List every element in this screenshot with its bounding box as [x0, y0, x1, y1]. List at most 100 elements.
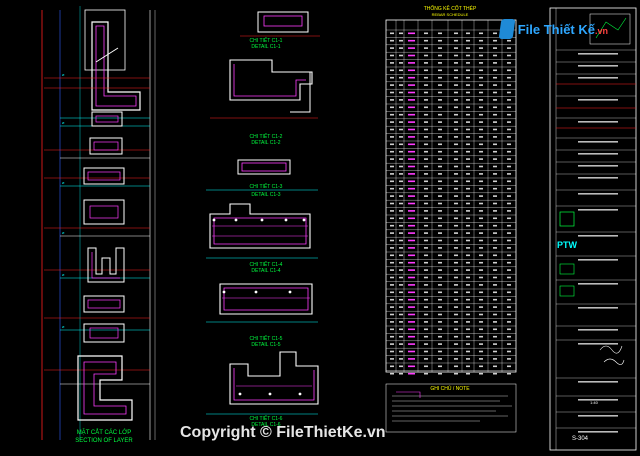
schedule-cell-mark	[438, 54, 442, 57]
schedule-cell-mark	[424, 269, 428, 271]
schedule-cell-mark	[438, 306, 442, 308]
schedule-cell-mark	[390, 298, 394, 301]
schedule-cell-mark	[454, 284, 458, 286]
schedule-cell-mark	[390, 91, 394, 94]
schedule-cell-mark	[408, 321, 415, 323]
schedule-cell-mark	[399, 298, 403, 301]
schedule-cell-mark	[438, 106, 442, 109]
schedule-cell-mark	[479, 62, 483, 64]
schedule-cell-mark	[408, 276, 415, 279]
schedule-cell-mark	[390, 128, 394, 131]
schedule-cell-mark	[507, 254, 511, 257]
schedule-cell-mark	[493, 358, 497, 360]
schedule-cell-mark	[390, 99, 394, 101]
company-logo-text: PTW	[557, 240, 578, 250]
schedule-cell-mark	[438, 261, 442, 264]
schedule-cell-mark	[424, 372, 428, 375]
schedule-cell-mark	[399, 143, 403, 146]
title-block-text-mark	[578, 329, 618, 331]
schedule-cell-mark	[454, 254, 458, 257]
schedule-cell-mark	[454, 321, 458, 323]
schedule-cell-mark	[424, 165, 428, 168]
schedule-cell-mark	[479, 54, 483, 57]
schedule-cell-mark	[507, 195, 511, 197]
schedule-cell-mark	[399, 173, 403, 175]
schedule-cell-mark	[507, 69, 511, 72]
schedule-cell-mark	[390, 54, 394, 57]
schedule-cell-mark	[507, 121, 511, 123]
schedule-cell-mark	[399, 306, 403, 308]
schedule-cell-mark	[479, 372, 483, 375]
schedule-cell-mark	[479, 261, 483, 264]
schedule-cell-mark	[390, 39, 394, 42]
schedule-cell-mark	[408, 291, 415, 294]
schedule-cell-mark	[438, 343, 442, 345]
schedule-cell-mark	[399, 76, 403, 79]
schedule-cell-mark	[399, 165, 403, 168]
detail-caption-2-vn: CHI TIẾT C1-2	[250, 133, 283, 140]
schedule-cell-mark	[424, 91, 428, 94]
schedule-cell-mark	[408, 343, 415, 345]
schedule-cell-mark	[390, 62, 394, 64]
schedule-cell-mark	[507, 298, 511, 301]
schedule-cell-mark	[408, 284, 415, 286]
schedule-cell-mark	[399, 232, 403, 234]
title-block-text-mark	[578, 283, 618, 285]
schedule-cell-mark	[479, 335, 483, 338]
schedule-cell-mark	[507, 328, 511, 331]
schedule-cell-mark	[479, 32, 483, 35]
schedule-cell-mark	[454, 298, 458, 301]
schedule-cell-mark	[479, 173, 483, 175]
notes-title: GHI CHÚ / NOTE	[430, 385, 470, 392]
schedule-cell-mark	[399, 276, 403, 279]
schedule-cell-mark	[479, 328, 483, 331]
schedule-cell-mark	[493, 343, 497, 345]
schedule-cell-mark	[424, 195, 428, 197]
schedule-cell-mark	[424, 254, 428, 257]
schedule-cell-mark	[466, 372, 470, 375]
schedule-cell-mark	[493, 321, 497, 323]
schedule-cell-mark	[466, 180, 470, 183]
schedule-cell-mark	[507, 210, 511, 212]
schedule-cell-mark	[466, 321, 470, 323]
schedule-cell-mark	[408, 121, 415, 123]
schedule-cell-mark	[493, 91, 497, 94]
schedule-cell-mark	[454, 113, 458, 116]
schedule-cell-mark	[466, 84, 470, 86]
schedule-cell-mark	[438, 247, 442, 249]
schedule-cell-mark	[399, 91, 403, 94]
schedule-cell-mark	[399, 269, 403, 271]
schedule-cell-mark	[507, 47, 511, 49]
detail-caption-3-en: DETAIL C1-3	[251, 192, 280, 198]
schedule-cell-mark	[479, 202, 483, 205]
schedule-subtitle: REBAR SCHEDULE	[432, 12, 469, 17]
schedule-cell-mark	[479, 128, 483, 131]
schedule-cell-mark	[399, 254, 403, 257]
schedule-cell-mark	[399, 47, 403, 49]
schedule-cell-mark	[493, 165, 497, 168]
schedule-cell-mark	[493, 313, 497, 316]
schedule-cell-mark	[466, 54, 470, 57]
schedule-cell-mark	[479, 291, 483, 294]
schedule-cell-mark	[399, 239, 403, 242]
schedule-cell-mark	[479, 217, 483, 220]
schedule-cell-mark	[438, 187, 442, 190]
schedule-cell-mark	[507, 202, 511, 205]
schedule-cell-mark	[399, 128, 403, 131]
schedule-cell-mark	[438, 335, 442, 338]
schedule-cell-mark	[479, 69, 483, 72]
schedule-cell-mark	[479, 276, 483, 279]
schedule-cell-mark	[466, 69, 470, 72]
schedule-cell-mark	[390, 328, 394, 331]
schedule-cell-mark	[466, 284, 470, 286]
schedule-cell-mark	[493, 232, 497, 234]
schedule-cell-mark	[424, 239, 428, 242]
schedule-cell-mark	[493, 106, 497, 109]
schedule-cell-mark	[479, 232, 483, 234]
schedule-cell-mark	[466, 32, 470, 35]
schedule-cell-mark	[399, 247, 403, 249]
schedule-cell-mark	[454, 313, 458, 316]
schedule-cell-mark	[507, 76, 511, 79]
schedule-cell-mark	[493, 247, 497, 249]
schedule-cell-mark	[399, 54, 403, 57]
